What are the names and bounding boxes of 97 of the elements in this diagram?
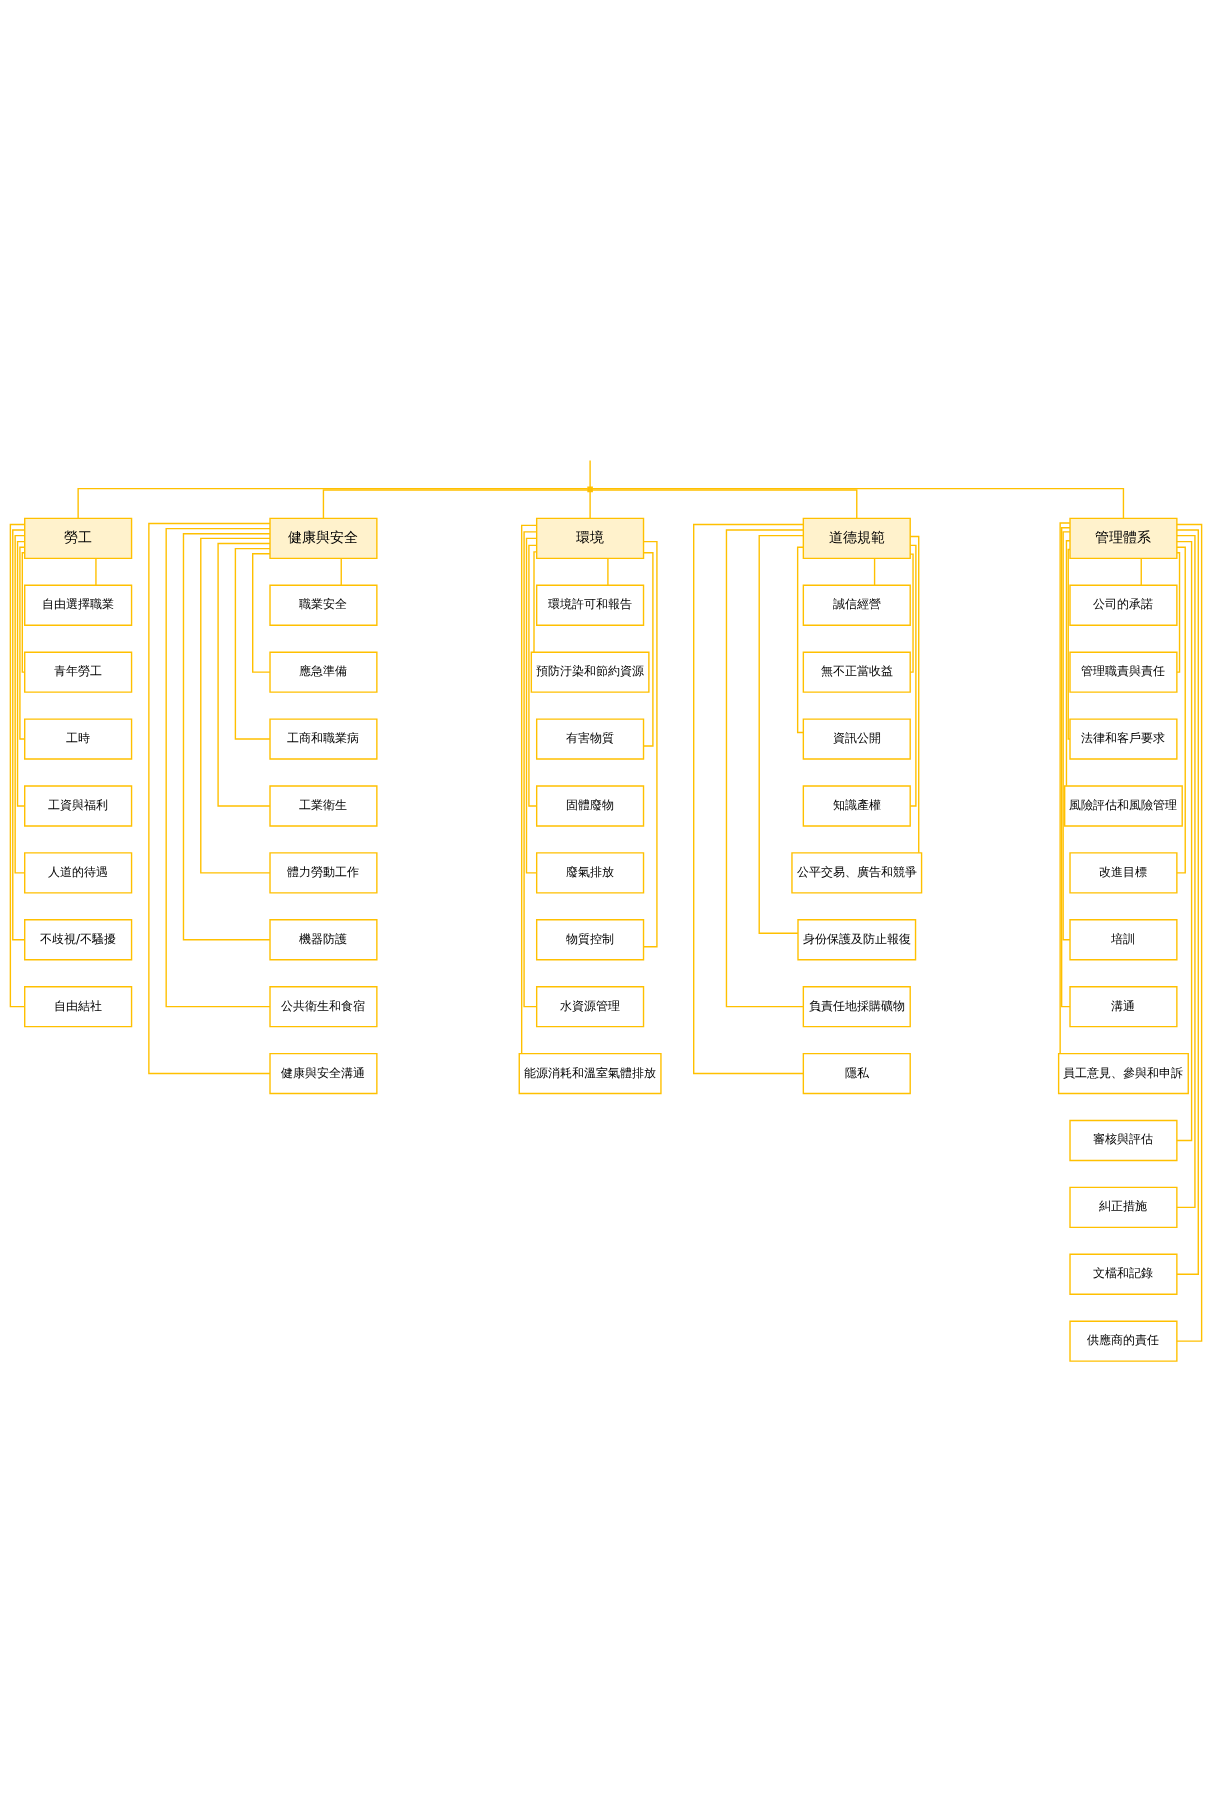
- connector: [528, 544, 538, 807]
- connector: [1176, 528, 1199, 1275]
- connector: [14, 534, 26, 874]
- node-box: 廢氣排放: [536, 851, 645, 894]
- node-box: 青年勞工: [24, 651, 133, 693]
- connector: [642, 540, 658, 947]
- connector: [217, 542, 271, 807]
- node-box: 管理體系: [1069, 517, 1178, 559]
- connector: [525, 537, 538, 874]
- node-box: 公平交易、廣告和競爭: [791, 851, 923, 894]
- node-box: 有害物質: [536, 717, 645, 760]
- node-box: 身份保護及防止報復: [797, 918, 917, 960]
- connector: [19, 546, 26, 740]
- connector: [533, 550, 538, 653]
- node-box: 不歧視/不騷擾: [24, 918, 133, 960]
- node-box: 工資與福利: [24, 784, 133, 827]
- connector: [1176, 546, 1186, 874]
- node-box: 機器防護: [269, 918, 378, 960]
- connector: [16, 540, 26, 807]
- connector: [340, 557, 342, 586]
- connector: [758, 534, 804, 934]
- node-box: 知識產權: [802, 784, 911, 827]
- node-box: 預防汙染和節約資源: [530, 651, 650, 693]
- node-box: 無不正當收益: [802, 651, 911, 693]
- node-box: 工時: [24, 717, 133, 760]
- connector: [9, 523, 26, 1007]
- node-box: 工商和職業病: [269, 717, 378, 760]
- node-box: 水資源管理: [536, 985, 645, 1027]
- connector: [1065, 539, 1071, 786]
- connector: [591, 488, 858, 519]
- node-box: 審核與評估: [1069, 1119, 1178, 1161]
- connector: [95, 557, 97, 586]
- connector: [1140, 557, 1142, 586]
- node-box: 供應商的責任: [1069, 1320, 1178, 1362]
- node-box: 人道的待遇: [24, 851, 133, 894]
- connector: [873, 557, 876, 586]
- node-box: 自由選擇職業: [24, 584, 133, 626]
- node-box: 負責任地採購礦物: [802, 985, 911, 1027]
- connector: [1067, 548, 1071, 740]
- node-box: 自由結社: [24, 985, 133, 1027]
- connector: [21, 551, 26, 673]
- node-box: 改進目標: [1069, 851, 1178, 894]
- connector: [693, 523, 804, 1074]
- node-box: 環境許可和報告: [536, 584, 645, 626]
- node-box: 道德規範: [802, 517, 911, 559]
- connector: [1059, 521, 1071, 1054]
- node-box: 健康與安全溝通: [269, 1052, 378, 1094]
- connector: [1062, 530, 1071, 940]
- node-box: 健康與安全: [269, 517, 378, 559]
- node-bar: [587, 486, 593, 492]
- node-box: 公共衛生和食宿: [269, 985, 378, 1027]
- connector: [523, 530, 538, 1007]
- connector: [148, 522, 271, 1074]
- connector: [252, 552, 271, 673]
- node-box: 體力勞動工作: [269, 851, 378, 894]
- connector: [642, 551, 654, 747]
- connector: [796, 546, 804, 733]
- node-box: 環境: [536, 517, 645, 559]
- connector: [322, 488, 589, 519]
- connector: [200, 537, 271, 874]
- connector: [1176, 551, 1181, 673]
- node-box: 物質控制: [536, 918, 645, 960]
- node-box: 公司的承諾: [1069, 584, 1178, 626]
- node-box: 溝通: [1069, 985, 1178, 1027]
- connector: [909, 535, 920, 854]
- connector: [1176, 534, 1196, 1208]
- connector: [234, 547, 271, 740]
- node-box: 應急準備: [269, 651, 378, 693]
- connector: [725, 528, 804, 1007]
- connector: [909, 544, 917, 807]
- node-box: 能源消耗和溫室氣體排放: [518, 1052, 662, 1094]
- connector: [589, 459, 591, 488]
- node-box: 管理職責與責任: [1069, 651, 1178, 693]
- connector: [591, 487, 1125, 519]
- node-box: 糾正措施: [1069, 1186, 1178, 1228]
- node-box: 誠信經營: [802, 584, 911, 626]
- node-box: 培訓: [1069, 918, 1178, 960]
- node-box: 法律和客戶要求: [1069, 717, 1178, 760]
- connector: [520, 524, 538, 1054]
- node-box: 固體廢物: [536, 784, 645, 827]
- connector: [1060, 526, 1071, 1007]
- node-box: 隱私: [802, 1052, 911, 1094]
- connector: [165, 527, 271, 1007]
- connector: [1176, 540, 1193, 1141]
- connector: [182, 532, 271, 940]
- node-box: 資訊公開: [802, 717, 911, 760]
- connector: [77, 487, 589, 519]
- node-box: 風險評估和風險管理: [1063, 784, 1183, 827]
- connector: [589, 490, 591, 519]
- node-box: 勞工: [24, 517, 133, 559]
- node-box: 文檔和記錄: [1069, 1253, 1178, 1295]
- node-box: 工業衛生: [269, 784, 378, 827]
- connector: [12, 528, 26, 940]
- node-box: 員工意見、參與和申訴: [1057, 1052, 1189, 1094]
- connector: [607, 557, 609, 586]
- node-box: 職業安全: [269, 584, 378, 626]
- connector: [909, 552, 914, 673]
